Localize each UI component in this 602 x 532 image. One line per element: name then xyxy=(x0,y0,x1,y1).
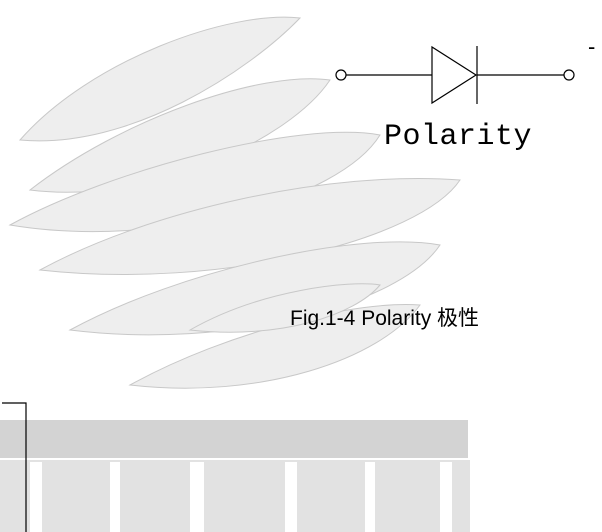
watermark-petal xyxy=(18,16,302,142)
cathode-terminal xyxy=(563,69,575,81)
frame-bracket xyxy=(2,402,27,532)
watermark-petal xyxy=(128,303,421,389)
diode-symbol xyxy=(335,45,575,105)
figure-caption: Fig.1-4 Polarity 极性 xyxy=(290,307,480,330)
watermark-petal xyxy=(38,177,461,275)
negative-sign: - xyxy=(588,34,596,59)
anode-terminal xyxy=(335,69,347,81)
polarity-label: Polarity xyxy=(384,120,533,154)
watermark-logo xyxy=(8,16,461,389)
watermark-petal xyxy=(188,283,381,333)
diode-triangle xyxy=(431,45,478,105)
watermark-band xyxy=(0,420,470,532)
